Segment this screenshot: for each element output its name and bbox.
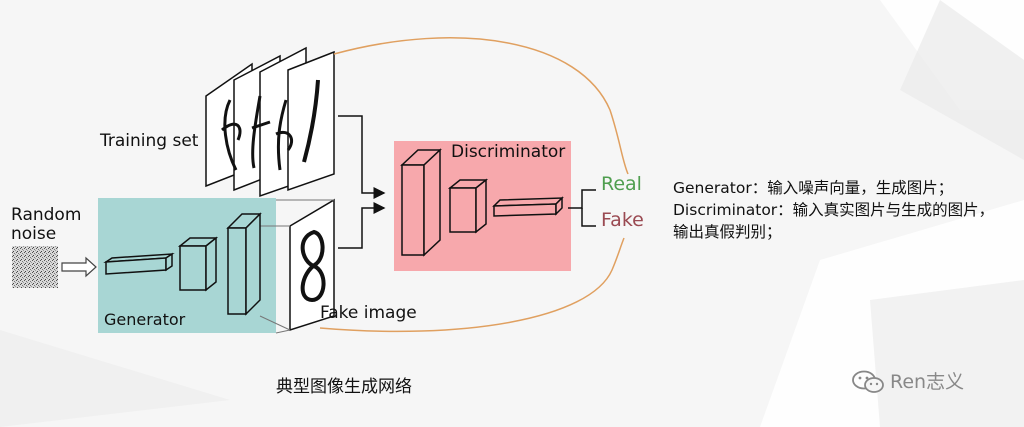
- generator-layers: [103, 212, 262, 316]
- random-noise-label-line2: noise: [11, 224, 57, 244]
- input-connectors: [338, 115, 596, 249]
- diagram-caption: 典型图像生成网络: [276, 377, 412, 397]
- watermark-text: Ren志义: [890, 371, 965, 393]
- noise-arrow: [61, 256, 97, 278]
- training-set-label: Training set: [100, 131, 199, 151]
- training-images-stack: [205, 46, 335, 198]
- wechat-icon: [852, 370, 884, 393]
- description-line-2: Discriminator：输入真实图片与生成的图片，: [673, 201, 995, 219]
- random-noise-label-line1: Random: [11, 205, 82, 225]
- fake-image-label: Fake image: [320, 303, 417, 323]
- discriminator-layers: [400, 148, 564, 257]
- generator-label: Generator: [104, 310, 186, 329]
- feedback-curves: [319, 37, 629, 333]
- real-output-label: Real: [601, 173, 642, 195]
- random-noise-image: [12, 246, 58, 288]
- fake-image: [289, 198, 335, 332]
- discriminator-label: Discriminator: [451, 142, 566, 162]
- fake-output-label: Fake: [601, 209, 644, 231]
- description-line-3: 输出真假判别；: [673, 223, 782, 241]
- description-line-1: Generator：输入噪声向量，生成图片；: [673, 179, 954, 197]
